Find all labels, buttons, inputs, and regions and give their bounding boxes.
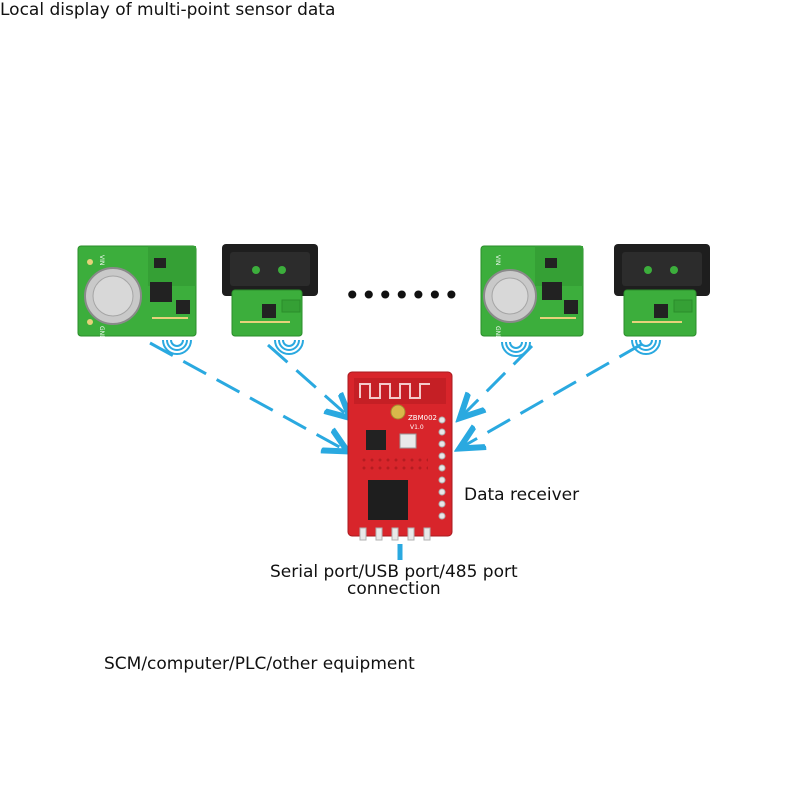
equipment-label: SCM/computer/PLC/other equipment	[104, 654, 415, 674]
signal-arrow-3	[462, 344, 534, 416]
module-version-marking: V1.0	[410, 424, 424, 431]
antenna-connector	[390, 404, 406, 420]
ellipsis-dots: •••••••	[344, 279, 460, 312]
wifi-signal-icon	[274, 339, 304, 355]
sensor-node-coin-battery-2: VIN GND	[480, 245, 584, 340]
connection-label-line1: Serial port/USB port/485 port	[270, 562, 518, 582]
diagram-title: Local display of multi-point sensor data	[0, 0, 336, 20]
sensor-node-coin-battery-1: VIN GND	[77, 245, 197, 340]
gnd-marking: GND	[494, 326, 501, 340]
receiver-chip	[368, 480, 408, 520]
vin-marking: VIN	[98, 255, 105, 265]
signal-arrow-1	[149, 341, 345, 450]
signal-arrow-4	[462, 342, 643, 447]
connection-label: Serial port/USB port/485 port connection	[270, 564, 518, 598]
sensor-node-battery-holder-1	[222, 244, 318, 337]
signal-arrow-2	[267, 343, 348, 416]
sensor-node-battery-holder-2	[614, 244, 710, 337]
receiver-label: Data receiver	[464, 485, 580, 505]
gnd-marking: GND	[98, 326, 105, 340]
connection-label-line2: connection	[346, 579, 441, 599]
pcb-antenna	[359, 383, 430, 399]
module-model-marking: ZBM002	[408, 414, 437, 422]
receiver-module: ZBM002 V1.0	[347, 371, 453, 541]
wifi-signal-icon	[162, 339, 192, 355]
vin-marking: VIN	[494, 255, 501, 265]
wifi-signal-icon	[631, 339, 661, 355]
